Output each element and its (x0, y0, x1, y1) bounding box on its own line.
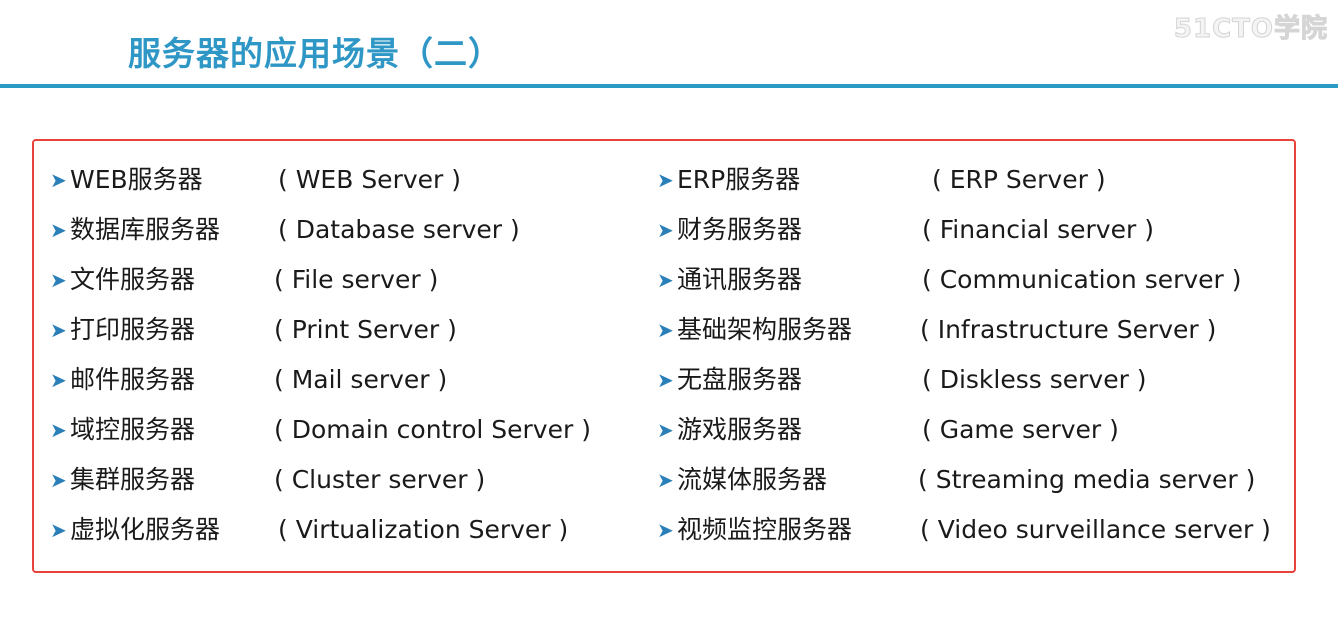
server-name-zh: 数据库服务器 (70, 215, 221, 244)
server-item-left-2: ➤数据库服务器( Database server ) (0, 210, 1338, 250)
server-name-zh: 无盘服务器 (677, 365, 803, 394)
arrow-bullet-icon: ➤ (50, 218, 67, 242)
title-divider (0, 84, 1338, 88)
server-name-zh: 文件服务器 (70, 265, 196, 294)
server-item-right-8: ➤视频监控服务器( Video surveillance server ) (0, 510, 1338, 550)
server-name-en: ( Mail server ) (274, 365, 448, 394)
server-name-en: ( Video surveillance server ) (920, 515, 1271, 544)
arrow-bullet-icon: ➤ (657, 518, 674, 542)
server-name-zh: 集群服务器 (70, 465, 196, 494)
server-name-zh: 通讯服务器 (677, 265, 803, 294)
server-name-zh: 视频监控服务器 (677, 515, 853, 544)
server-name-en: ( File server ) (274, 265, 439, 294)
server-name-en: ( Cluster server ) (274, 465, 486, 494)
arrow-bullet-icon: ➤ (50, 368, 67, 392)
arrow-bullet-icon: ➤ (657, 318, 674, 342)
server-name-en: ( Communication server ) (922, 265, 1242, 294)
server-name-en: ( Database server ) (278, 215, 520, 244)
server-item-left-8: ➤虚拟化服务器( Virtualization Server ) (0, 510, 1338, 550)
server-item-left-7: ➤集群服务器( Cluster server ) (0, 460, 1338, 500)
server-item-left-3: ➤文件服务器( File server ) (0, 260, 1338, 300)
server-item-right-2: ➤财务服务器( Financial server ) (0, 210, 1338, 250)
server-name-zh: 域控服务器 (70, 415, 196, 444)
server-name-zh: 打印服务器 (70, 315, 196, 344)
arrow-bullet-icon: ➤ (50, 318, 67, 342)
arrow-bullet-icon: ➤ (657, 368, 674, 392)
server-name-zh: 邮件服务器 (70, 365, 196, 394)
server-name-zh: ERP服务器 (677, 165, 801, 194)
server-name-zh: 虚拟化服务器 (70, 515, 221, 544)
server-item-right-6: ➤游戏服务器( Game server ) (0, 410, 1338, 450)
server-list-frame (32, 139, 1296, 573)
arrow-bullet-icon: ➤ (657, 168, 674, 192)
arrow-bullet-icon: ➤ (50, 468, 67, 492)
arrow-bullet-icon: ➤ (50, 268, 67, 292)
server-item-left-5: ➤邮件服务器( Mail server ) (0, 360, 1338, 400)
server-item-right-5: ➤无盘服务器( Diskless server ) (0, 360, 1338, 400)
server-name-en: ( Virtualization Server ) (278, 515, 569, 544)
slide-title: 服务器的应用场景（二） (128, 34, 502, 73)
server-name-en: ( ERP Server ) (932, 165, 1106, 194)
server-item-left-6: ➤域控服务器( Domain control Server ) (0, 410, 1338, 450)
server-name-en: ( Game server ) (922, 415, 1119, 444)
arrow-bullet-icon: ➤ (657, 418, 674, 442)
server-name-en: ( Domain control Server ) (274, 415, 591, 444)
server-name-en: ( Streaming media server ) (918, 465, 1256, 494)
server-item-right-4: ➤基础架构服务器( Infrastructure Server ) (0, 310, 1338, 350)
server-item-left-4: ➤打印服务器( Print Server ) (0, 310, 1338, 350)
server-name-zh: 游戏服务器 (677, 415, 803, 444)
server-name-zh: 流媒体服务器 (677, 465, 828, 494)
server-name-zh: WEB服务器 (70, 165, 203, 194)
server-item-right-3: ➤通讯服务器( Communication server ) (0, 260, 1338, 300)
arrow-bullet-icon: ➤ (657, 268, 674, 292)
server-name-en: ( Print Server ) (274, 315, 457, 344)
arrow-bullet-icon: ➤ (50, 518, 67, 542)
server-name-zh: 基础架构服务器 (677, 315, 853, 344)
watermark-logo: 51CTO学院 (1173, 14, 1328, 45)
arrow-bullet-icon: ➤ (657, 468, 674, 492)
server-name-en: ( WEB Server ) (278, 165, 461, 194)
server-name-en: ( Infrastructure Server ) (920, 315, 1217, 344)
server-name-en: ( Financial server ) (922, 215, 1154, 244)
server-item-right-7: ➤流媒体服务器( Streaming media server ) (0, 460, 1338, 500)
arrow-bullet-icon: ➤ (50, 418, 67, 442)
arrow-bullet-icon: ➤ (50, 168, 67, 192)
server-item-left-1: ➤WEB服务器( WEB Server ) (0, 160, 1338, 200)
arrow-bullet-icon: ➤ (657, 218, 674, 242)
server-item-right-1: ➤ERP服务器( ERP Server ) (0, 160, 1338, 200)
server-name-zh: 财务服务器 (677, 215, 803, 244)
server-name-en: ( Diskless server ) (922, 365, 1147, 394)
